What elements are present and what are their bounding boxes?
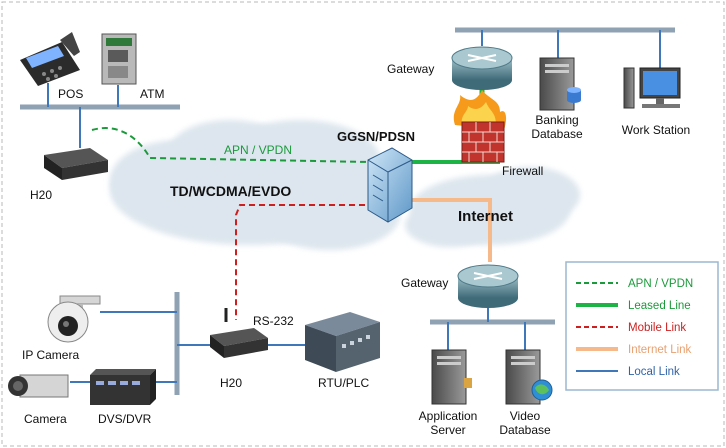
legend-label-2: Mobile Link (628, 322, 686, 334)
application-server-label-line1: Application (419, 409, 478, 423)
gateway-bottom-router-icon (457, 264, 519, 308)
gateway-bottom-label: Gateway (401, 276, 448, 290)
video-database-label-line1: Video (510, 409, 541, 423)
internet-cloud (405, 167, 580, 247)
banking-database-server-icon (539, 57, 581, 111)
legend-label-0: APN / VPDN (628, 278, 693, 290)
ip-camera-icon (47, 295, 101, 343)
application-server-icon (431, 349, 472, 405)
mobile-link (235, 204, 365, 320)
ggsn-pdsn-label: GGSN/PDSN (337, 129, 415, 144)
camera-label: Camera (24, 412, 67, 426)
rs232-label: RS-232 (253, 314, 294, 328)
gateway-top-label: Gateway (387, 62, 434, 76)
gateway-top-router-icon (451, 46, 513, 90)
pos-terminal-icon (20, 32, 80, 86)
pos-label: POS (58, 87, 83, 101)
application-server-label-line2: Server (430, 423, 465, 437)
ip-camera-label: IP Camera (22, 348, 79, 362)
td-network-label: TD/WCDMA/EVDO (170, 183, 291, 199)
h20-top-device-icon (44, 148, 108, 180)
internet-link (412, 198, 492, 262)
legend-label-3: Internet Link (628, 344, 692, 356)
internet-label: Internet (458, 208, 513, 225)
work-station-icon (623, 67, 681, 109)
apn-vpdn-link (91, 127, 371, 163)
video-database-label-line2: Database (499, 423, 551, 437)
atm-icon (101, 33, 137, 85)
firewall-label: Firewall (502, 164, 543, 178)
firewall-icon (453, 90, 507, 163)
h20-top-label: H20 (30, 188, 52, 202)
dvs-dvr-icon (90, 369, 156, 405)
camera-icon (8, 374, 69, 398)
video-database-icon (505, 349, 553, 405)
banking-database-label-line1: Banking (535, 113, 578, 127)
apn-vpdn-label: APN / VPDN (224, 143, 292, 157)
dvs-dvr-label: DVS/DVR (98, 412, 152, 426)
legend-label-4: Local Link (628, 366, 680, 378)
rtu-plc-label: RTU/PLC (318, 376, 369, 390)
atm-label: ATM (140, 87, 164, 101)
h20-bottom-label: H20 (220, 376, 242, 390)
h20-bottom-device-icon (210, 308, 268, 358)
legend-label-1: Leased Line (628, 300, 691, 312)
banking-database-label-line2: Database (531, 127, 583, 141)
rtu-plc-icon (305, 312, 380, 372)
ggsn-pdsn-icon (367, 147, 413, 223)
work-station-label: Work Station (622, 123, 690, 137)
mobile-network-cloud (110, 120, 400, 250)
